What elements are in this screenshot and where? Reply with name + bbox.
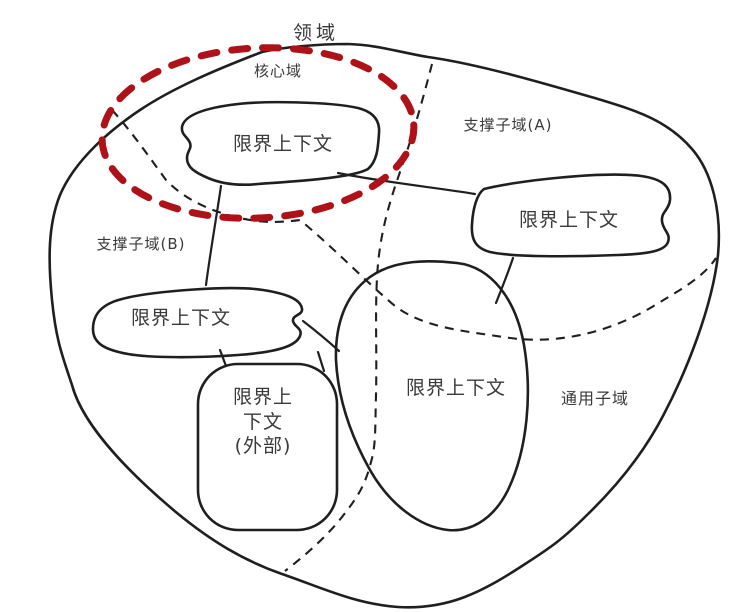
- domain-boundary: [48, 42, 721, 609]
- supporting-a-context-blob: [470, 173, 672, 258]
- external-context-line-2: 下文: [243, 411, 283, 433]
- connector-core-to-a: [336, 171, 477, 196]
- domain-title: 领域: [293, 22, 339, 44]
- core-context-label: 限界上下文: [233, 133, 333, 155]
- core-domain-highlight: [98, 44, 418, 222]
- supporting-a-context-label: 限界上下文: [519, 209, 619, 231]
- supporting-b-label: 支撑子域(B): [97, 235, 186, 253]
- core-context-blob: [180, 100, 381, 187]
- external-context-line-1: 限界上: [233, 386, 293, 408]
- subdomain-boundaries: [111, 63, 717, 572]
- core-and-generic-subdomain-boundary: [111, 109, 717, 341]
- context-connectors: [204, 171, 515, 373]
- connector-a-to-middle: [494, 256, 515, 305]
- connector-b-to-external: [218, 348, 228, 368]
- middle-context-ellipse: [334, 259, 530, 532]
- supporting-b-context-blob: [91, 286, 304, 359]
- connector-b-to-middle: [301, 319, 341, 353]
- core-domain-label: 核心域: [254, 62, 302, 80]
- supporting-a-label: 支撑子域(A): [464, 116, 553, 134]
- generic-subdomain-label: 通用子域: [561, 389, 629, 408]
- connector-middle-to-external: [316, 350, 326, 373]
- supporting-b-context-label: 限界上下文: [131, 307, 231, 329]
- external-context-line-3: (外部): [235, 435, 292, 457]
- vertical-subdomain-boundary: [284, 63, 434, 572]
- solid-outlines: [48, 42, 721, 609]
- external-context-rect: [196, 362, 339, 532]
- middle-context-label: 限界上下文: [406, 377, 506, 399]
- labels: 领域 核心域 限界上下文 支撑子域(A) 限界上下文 支撑子域(B) 限界上下文…: [97, 22, 629, 457]
- connector-core-to-b: [204, 184, 223, 287]
